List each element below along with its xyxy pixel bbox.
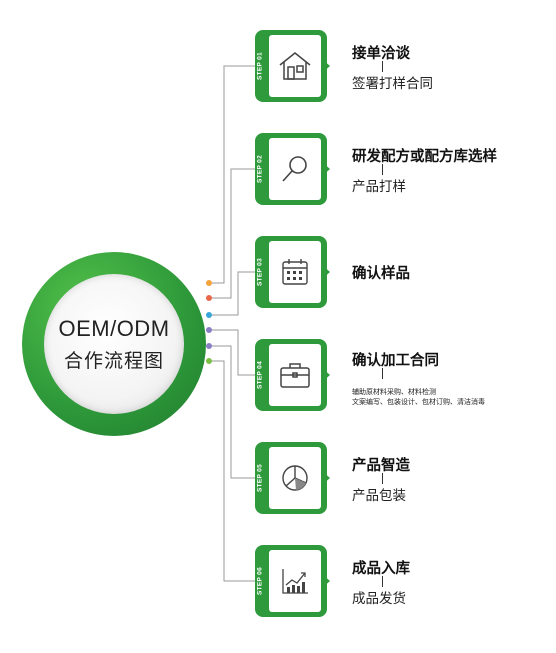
step-note-04b: 文案编写、包装设计、包材订购、清洁消毒 [352,398,485,406]
magnifier-icon [282,156,307,182]
hub-circle: OEM/ODM 合作流程图 [22,252,206,436]
step-card-04: STEP 04 [255,339,330,411]
step-note-04a: 辅助原材料采购、材料检测 [352,388,436,396]
connector-step-03 [212,271,255,316]
step-label: STEP 03 [256,258,264,286]
dot-green [206,358,212,364]
dot-purple [206,327,212,333]
step-card-06: STEP 06 [255,545,330,617]
briefcase-icon [280,363,310,388]
step-title-06: 成品入库 [352,561,410,577]
bar-chart-icon [282,569,308,594]
step-subtitle-05: 产品包装 [352,488,406,504]
dot-purple-2 [206,343,212,349]
divider-02 [382,164,383,175]
step-card-03: STEP 03 [255,236,330,308]
step-subtitle-01: 签署打样合同 [352,76,433,92]
divider-05 [382,473,383,484]
step-label: STEP 02 [256,155,264,183]
step-title-01: 接单洽谈 [352,46,410,62]
step-title-05: 产品智造 [352,458,410,474]
step-title-04: 确认加工合同 [352,353,439,369]
calendar-icon [282,259,308,285]
step-label: STEP 05 [256,464,264,492]
hub-subtitle: 合作流程图 [63,349,164,372]
step-card-01: STEP 01 [255,30,330,102]
step-label: STEP 04 [256,361,264,389]
connector-step-06 [212,360,255,582]
step-label: STEP 01 [256,52,264,80]
step-title-03: 确认样品 [352,266,410,282]
step-card-05: STEP 05 [255,442,330,514]
dot-blue [206,312,212,318]
step-label: STEP 06 [256,567,264,595]
step-card-02: STEP 02 [255,133,330,205]
connector-step-01 [212,65,255,284]
dot-red [206,295,212,301]
hub-title: OEM/ODM [58,315,170,341]
pie-chart-icon [282,465,308,491]
step-subtitle-02: 产品打样 [352,179,406,195]
divider-06 [382,576,383,587]
divider-04 [382,368,383,379]
step-title-02: 研发配方或配方库选样 [352,149,497,165]
hub-center: OEM/ODM 合作流程图 [44,274,184,414]
connector-step-05 [212,345,255,479]
connector-step-02 [212,168,255,299]
dot-orange [206,280,212,286]
divider-01 [382,61,383,72]
house-icon [279,52,311,80]
connector-step-04 [212,329,255,376]
step-subtitle-06: 成品发货 [352,591,406,607]
